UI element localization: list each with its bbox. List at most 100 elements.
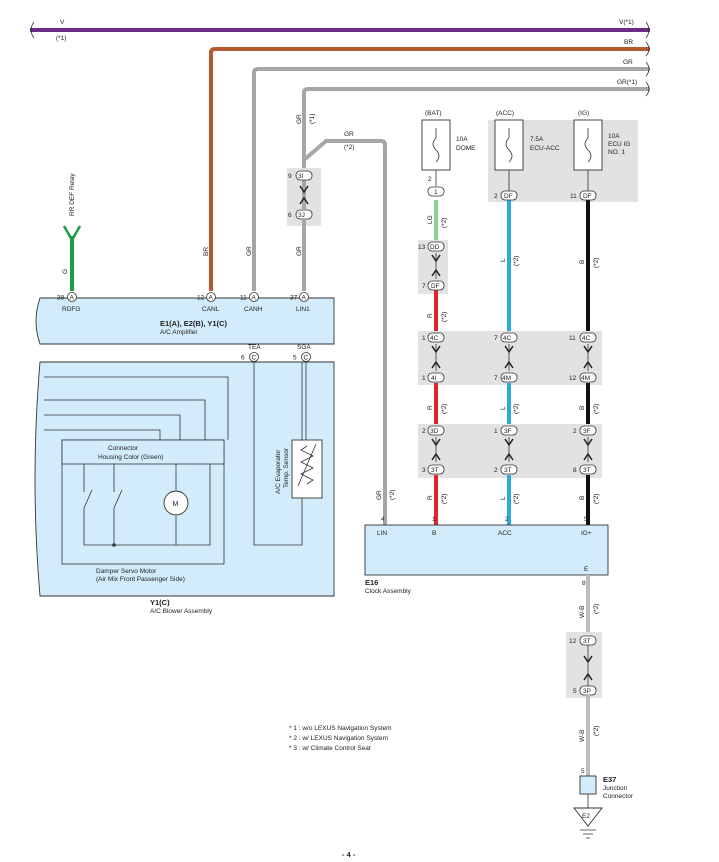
- lin-to-clock-wire: [302, 139, 387, 525]
- pin-3i-conn: 3I: [298, 173, 304, 180]
- pin-3j-num: 6: [288, 212, 292, 219]
- pin-df-acc: [500, 190, 518, 201]
- pin-4m-ig-num: 12: [569, 375, 577, 382]
- r-wire-1-label: R: [427, 313, 434, 318]
- clock-pin-ig-num: 5: [584, 516, 588, 523]
- pin-4m-ig-conn: 4M: [581, 375, 590, 382]
- pin-df-ig: [579, 190, 597, 201]
- lin-wire-label: GR: [376, 490, 383, 500]
- clock-pin-acc-num: 2: [505, 516, 509, 523]
- pin-3t-bat-conn: 3T: [431, 467, 439, 474]
- acc-column: DF 2 L (*2) 4C 7 4M 7 L (*2) 3F 1 3T 2 L…: [494, 170, 520, 525]
- pin-3p-gnd-conn: 3P: [583, 688, 591, 695]
- l-wire-3-label: L: [500, 496, 507, 500]
- pin-df-bat-num: 7: [422, 283, 426, 290]
- pin-4i-bat-conn: 4I: [431, 375, 437, 382]
- l-wire-1-note: (*2): [513, 256, 520, 266]
- junction-connector-box: [579, 775, 597, 795]
- pin-3t-acc-num: 2: [494, 467, 498, 474]
- clock-pin-e-name: E: [584, 566, 589, 573]
- l-wire-2-note: (*2): [513, 404, 520, 414]
- pin-37-num: 37: [290, 295, 298, 302]
- dome-fuse-icon: [432, 128, 440, 163]
- pin-6c-marker: [249, 352, 259, 362]
- fuse-area: (BAT) 10A DOME 2 (ACC) 7.5A ECU-ACC (IG)…: [421, 110, 638, 202]
- gr-bus-label: GR: [623, 59, 633, 66]
- wb-wire-2-note: (*2): [593, 726, 600, 736]
- lin-wire-note: (*2): [389, 490, 396, 500]
- lin-branch2-note-label: (*2): [344, 144, 354, 151]
- pin-5c-marker: [301, 352, 311, 362]
- pin-4c-acc-num: 7: [494, 335, 498, 342]
- lg-wire-note: (*2): [441, 218, 448, 228]
- pin-3f-acc-conn: 3F: [504, 428, 512, 435]
- r-wire-3-label: R: [427, 495, 434, 500]
- connector-title: Connector: [108, 445, 139, 452]
- amplifier-box: [35, 297, 335, 345]
- damper-motor-label: Damper Servo Motor: [96, 568, 157, 575]
- sensor-label2: Temp. Sensor: [283, 447, 290, 488]
- pin-11-conn: A: [252, 295, 257, 302]
- pin-37-conn: A: [302, 295, 307, 302]
- pin-12-marker: [206, 292, 216, 302]
- v-bus-label-right: V(*1): [619, 19, 634, 26]
- note-1: * 1 : w/o LEXUS Navigation System: [289, 725, 392, 732]
- clock-pin-lin-num: 4: [381, 516, 385, 523]
- pin-df-bat-conn: DF: [431, 283, 440, 290]
- pin-38-num: 38: [57, 295, 65, 302]
- pin-3d-bat-num: 2: [422, 428, 426, 435]
- pin-lin1-label: LIN1: [296, 306, 310, 313]
- blower-desc: A/C Blower Assembly: [150, 608, 213, 615]
- v-bus-label-left: V: [60, 19, 65, 26]
- pin-canh-label: CANH: [244, 306, 263, 313]
- evaporator-sensor-box: [291, 439, 323, 499]
- lin-branch2-wire-label: GR: [344, 131, 354, 138]
- ac-blower-assembly: C 6 C 5 Connector Housing Color (Green) …: [34, 352, 335, 615]
- dome-name: DOME: [456, 145, 476, 152]
- ground-icon: [573, 807, 603, 827]
- pin-4m-acc-num: 7: [494, 375, 498, 382]
- pin-4c-bat-num: 1: [422, 335, 426, 342]
- b-wire-1-note: (*2): [593, 258, 600, 268]
- damper-motor-sublabel: (Air Mix Front Passenger Side): [96, 576, 185, 583]
- jc-desc2: Connector: [603, 793, 634, 800]
- footnotes: * 1 : w/o LEXUS Navigation System * 2 : …: [289, 725, 392, 752]
- pin-11-num: 11: [240, 295, 247, 302]
- ecu-ig-fuse-icon: [584, 128, 592, 163]
- note-2: * 2 : w/ LEXUS Navigation System: [289, 735, 388, 742]
- gr-bus-right-bracket: [645, 61, 650, 77]
- ac-amplifier: A 38 RDFG A 12 CANL A 11 CANH A 37 LIN1 …: [35, 292, 335, 351]
- motor-symbol: M: [173, 501, 179, 508]
- ecu-ig-fuse-box: [573, 119, 603, 171]
- pin-3t-gnd-conn: 3T: [583, 638, 591, 645]
- r-wire-2-label: R: [427, 405, 434, 410]
- switch-contact-right-icon: [113, 489, 123, 509]
- relay-label: RR DEF Relay: [69, 173, 76, 216]
- switch-contact-left-icon: [83, 489, 93, 509]
- pin-4c-bat-conn: 4C: [430, 335, 439, 342]
- b-wire-3-label: B: [579, 496, 586, 500]
- pin-df-ig-num: 11: [570, 193, 577, 200]
- r-wire-2-note: (*2): [441, 404, 448, 414]
- pin-38-marker: [67, 292, 77, 302]
- pin-3j-conn: 3J: [298, 212, 305, 219]
- gr-lin-wire: [302, 87, 650, 170]
- lin1-wire-label: GR: [296, 246, 303, 256]
- ecu-ig-name2: NO. 1: [608, 149, 625, 156]
- ecu-ig-name1: ECU IG: [608, 141, 630, 148]
- pin-12-conn: A: [209, 295, 214, 302]
- ecu-acc-rating: 7.5A: [530, 136, 544, 143]
- switch-lines: [83, 464, 211, 546]
- br-wire: [209, 47, 650, 291]
- pin-3f-acc: [500, 425, 518, 436]
- pin-3f-ig-num: 2: [573, 428, 577, 435]
- blower-internal-lines: [44, 362, 307, 546]
- pin-4c-acc-conn: 4C: [503, 335, 512, 342]
- amplifier-desc: A/C Amplifier: [160, 329, 198, 336]
- pin-6c-conn: C: [252, 355, 257, 362]
- clock-assembly: 4 LIN 1 B 2 ACC 5 IG+ E E16 Clock Assemb…: [364, 516, 609, 595]
- pin-3d-bat-conn: 3D: [430, 428, 439, 435]
- pin-3f-ig-conn: 3F: [583, 428, 591, 435]
- jc-pin-num: 5: [581, 768, 585, 775]
- pin-canl-label: CANL: [202, 306, 220, 313]
